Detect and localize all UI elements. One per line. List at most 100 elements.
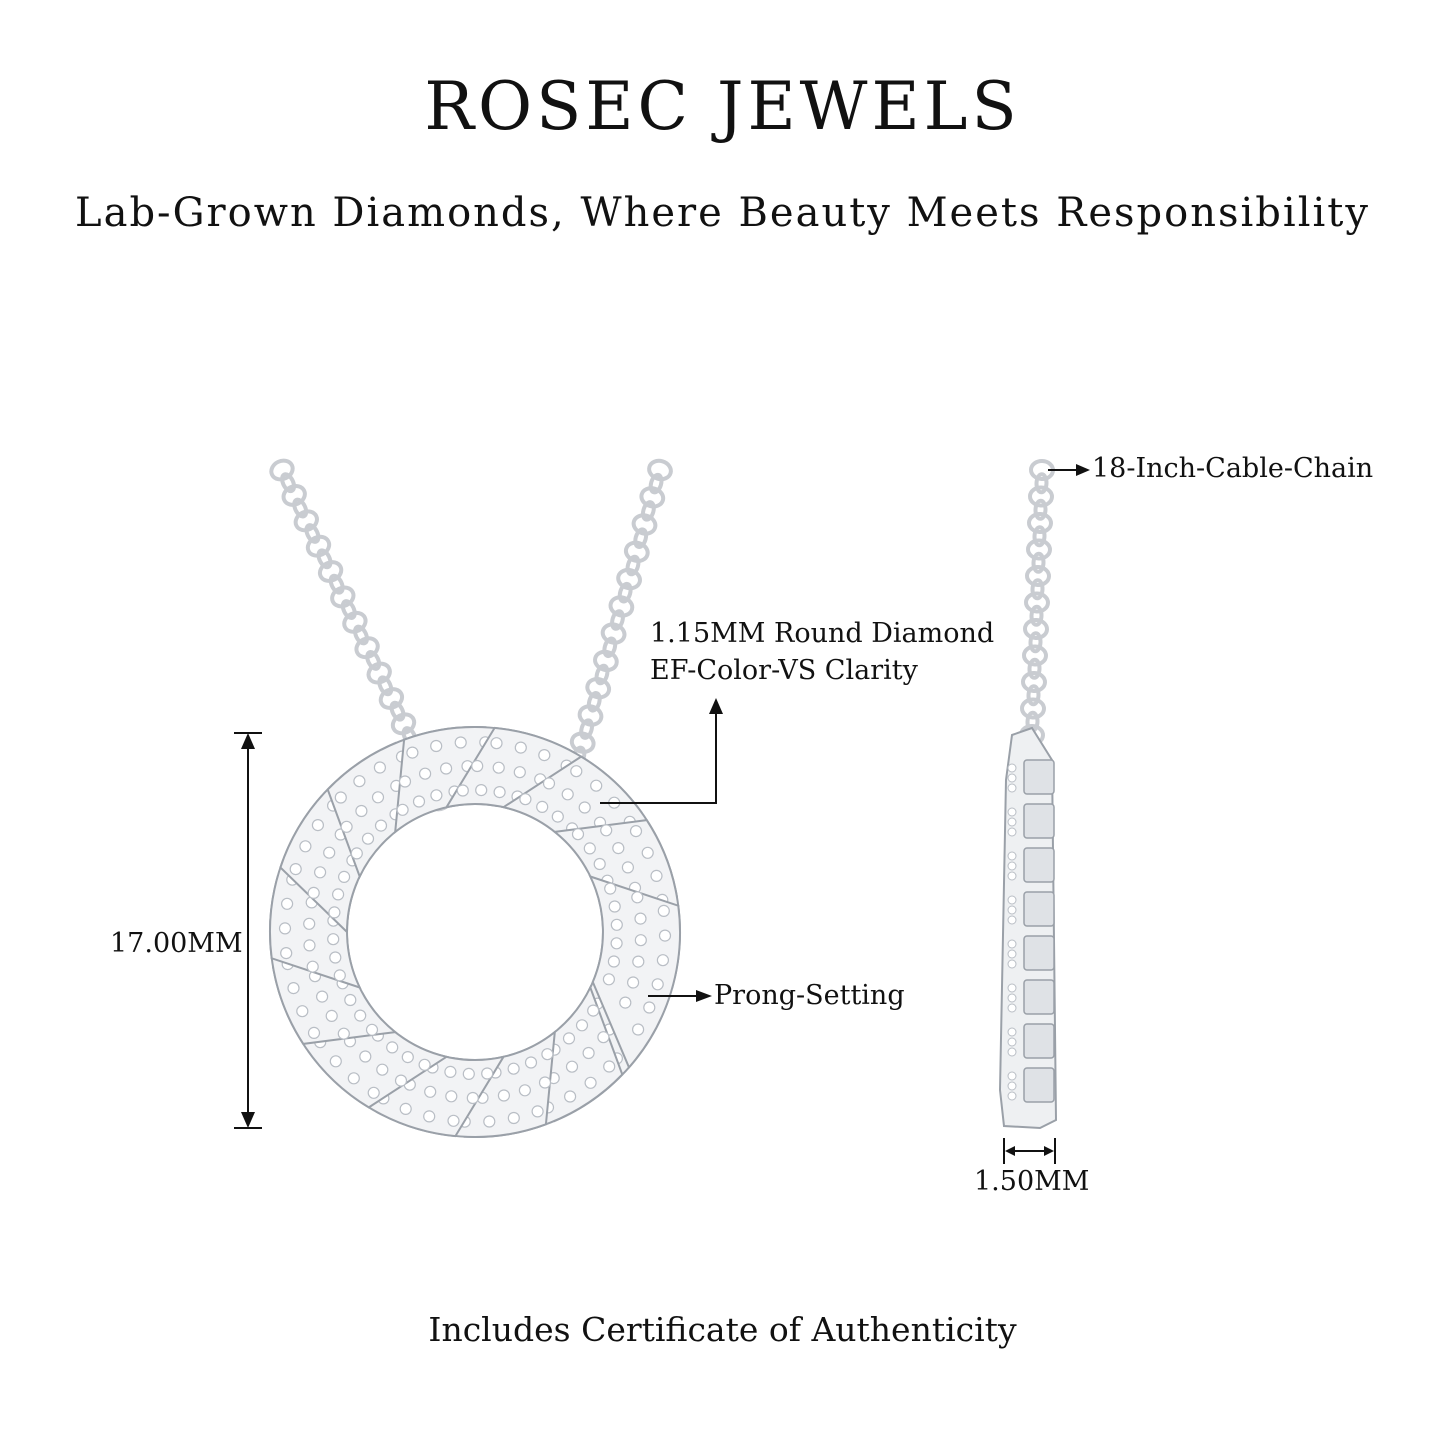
pave-stone xyxy=(386,1041,399,1054)
pave-stone xyxy=(1007,1037,1017,1047)
pave-stone xyxy=(350,847,363,860)
pave-stone xyxy=(311,818,324,832)
pave-stone xyxy=(373,761,386,774)
pave-stone xyxy=(584,1076,597,1089)
pave-stone xyxy=(597,1031,610,1044)
pave-stone xyxy=(604,882,617,895)
pave-stone xyxy=(365,1023,379,1036)
chain-link xyxy=(269,458,295,482)
pave-stone xyxy=(334,791,347,804)
pave-stone xyxy=(483,1115,496,1128)
chain-link xyxy=(305,534,332,558)
pave-stone xyxy=(412,795,426,808)
pave-stone xyxy=(551,810,564,823)
chain-link xyxy=(1026,538,1052,561)
pave-stone xyxy=(650,869,663,883)
pave-stone xyxy=(444,1065,457,1079)
pave-stone xyxy=(626,976,640,989)
side-segment xyxy=(1023,1023,1055,1059)
chain-link xyxy=(1029,604,1044,627)
pave-stone xyxy=(481,1067,494,1080)
pave-stone xyxy=(1007,1071,1017,1081)
chain-link xyxy=(577,704,604,727)
chain-link xyxy=(353,624,369,646)
pave-stone xyxy=(447,1114,460,1127)
chain-link xyxy=(366,661,392,685)
chain-link xyxy=(1025,564,1051,588)
chain-link xyxy=(293,509,319,533)
pave-stone xyxy=(423,1110,436,1123)
prong-setting-arrow xyxy=(648,990,712,1002)
chain-link xyxy=(639,486,666,509)
side-segment xyxy=(1023,803,1055,839)
pendant-front-view xyxy=(269,725,681,1139)
pave-stone xyxy=(651,978,664,991)
pave-stone xyxy=(492,761,505,774)
pave-stone xyxy=(371,791,385,804)
pave-stone xyxy=(296,1005,309,1018)
pave-stone xyxy=(314,866,327,879)
pave-stone xyxy=(607,955,621,968)
pave-stone xyxy=(1007,827,1017,837)
pave-stone xyxy=(641,846,654,859)
side-segment xyxy=(1023,891,1055,927)
chain-link xyxy=(1028,631,1043,654)
pave-stone xyxy=(353,775,366,788)
pave-stone xyxy=(657,904,670,918)
chain-link xyxy=(1030,578,1045,601)
pave-stone xyxy=(418,1058,431,1071)
pave-stone xyxy=(329,951,342,964)
chain-link xyxy=(1034,472,1049,495)
pave-stone xyxy=(445,1090,458,1103)
pave-stone xyxy=(610,918,623,931)
pave-stone xyxy=(1007,1027,1017,1037)
pave-stone xyxy=(490,737,503,750)
chain-link xyxy=(579,718,594,740)
pave-stone xyxy=(303,917,316,930)
side-segment xyxy=(1023,759,1055,795)
chain-link xyxy=(1027,511,1053,535)
chain-link xyxy=(390,712,417,736)
pave-stone xyxy=(327,933,340,946)
chain-link xyxy=(1031,551,1046,574)
stone-spec-line2: EF-Color-VS Clarity xyxy=(650,655,918,686)
pave-stone xyxy=(1007,993,1017,1003)
pave-stone xyxy=(399,1102,412,1116)
pave-stone xyxy=(376,1063,389,1076)
pave-stone xyxy=(634,912,647,925)
pave-stone xyxy=(565,1060,579,1073)
pave-stone xyxy=(538,1076,552,1089)
chain-link xyxy=(328,573,345,595)
pave-stone xyxy=(316,990,329,1003)
pave-stone xyxy=(632,955,645,968)
pave-stone xyxy=(658,929,672,942)
side-chain xyxy=(1019,458,1055,747)
chain-arrow xyxy=(1048,464,1090,476)
pave-stone xyxy=(440,762,453,775)
pave-stone xyxy=(582,1046,595,1060)
pave-stone xyxy=(619,996,632,1009)
pave-stone xyxy=(307,1026,321,1040)
pave-stone xyxy=(340,820,353,833)
pave-stone xyxy=(1007,983,1017,993)
chain-link xyxy=(648,472,664,495)
pave-stone xyxy=(462,1067,475,1081)
pave-stone xyxy=(306,960,319,973)
pave-stone xyxy=(287,981,300,995)
stone-callout-line xyxy=(600,698,723,804)
chain-link xyxy=(641,500,656,522)
pave-stone xyxy=(1007,1047,1017,1057)
pave-stone xyxy=(401,1050,414,1064)
pave-stone xyxy=(514,741,527,754)
chain-link xyxy=(633,527,649,549)
pave-stone xyxy=(332,888,345,901)
chain-link xyxy=(292,497,309,519)
pave-stone xyxy=(281,897,294,910)
pave-stone xyxy=(1007,773,1017,783)
pave-stone xyxy=(1007,1003,1017,1013)
pave-stone xyxy=(608,900,621,913)
pave-stone xyxy=(524,1056,538,1069)
height-label: 17.00MM xyxy=(110,928,243,959)
pave-stone xyxy=(610,937,623,950)
pave-stone xyxy=(561,788,574,801)
